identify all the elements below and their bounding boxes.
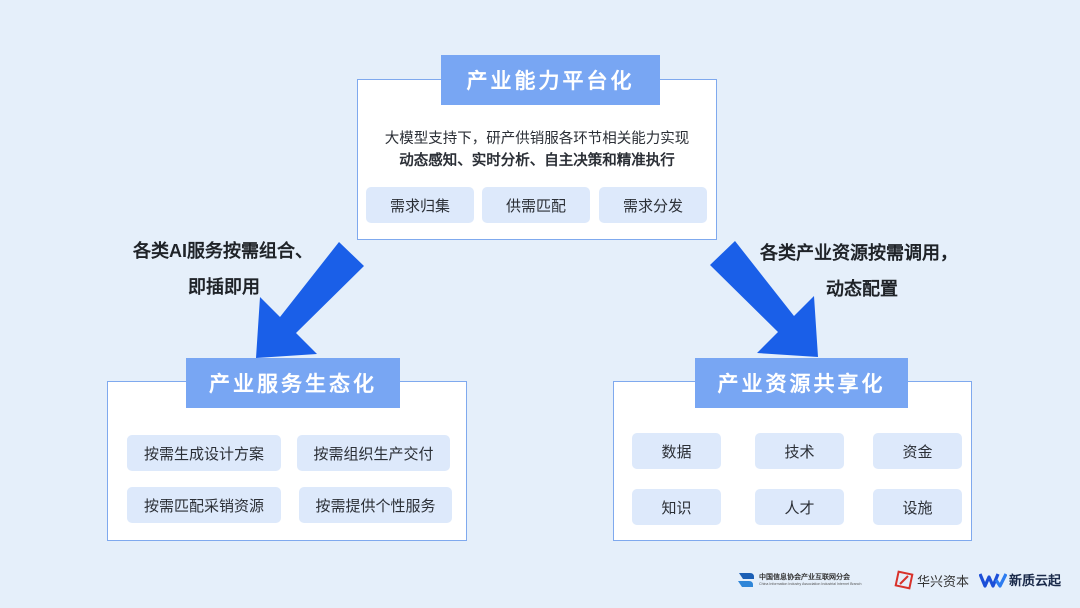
huaxing-logo-icon	[894, 570, 914, 590]
platform-title: 产业能力平台化	[441, 55, 660, 105]
caiia-logo-en: China Information Industry Association I…	[759, 582, 862, 586]
platform-desc-line1: 大模型支持下，研产供销服各环节相关能力实现	[384, 131, 690, 147]
caiia-logo-cn: 中国信息协会产业互联网分会	[759, 574, 850, 581]
xinzhi-logo: 新质云起	[979, 570, 1061, 589]
chip-technology: 技术	[755, 433, 844, 469]
huaxing-logo: 华兴资本	[894, 570, 969, 590]
left-caption-line1: 各类AI服务按需组合、	[133, 241, 313, 261]
left-caption-line2: 即插即用	[188, 277, 260, 297]
right-caption-line2: 动态配置	[826, 279, 898, 299]
platform-desc-line2: 动态感知、实时分析、自主决策和精准执行	[399, 153, 675, 169]
chip-demand-dispatch: 需求分发	[599, 187, 707, 223]
left-arrow-caption: 各类AI服务按需组合、 即插即用	[133, 233, 333, 305]
left-down-arrow	[256, 242, 364, 358]
chip-procurement-resources: 按需匹配采销资源	[127, 487, 281, 523]
chip-data: 数据	[632, 433, 721, 469]
chip-facility: 设施	[873, 489, 962, 525]
chip-talent: 人才	[755, 489, 844, 525]
footer-logos: 中国信息协会产业互联网分会 China Information Industry…	[0, 566, 1080, 594]
chip-demand-collect: 需求归集	[366, 187, 474, 223]
chip-design-plan: 按需生成设计方案	[127, 435, 281, 471]
caiia-logo-icon	[738, 573, 754, 587]
xinzhi-logo-text: 新质云起	[1009, 573, 1062, 588]
chip-production-delivery: 按需组织生产交付	[297, 435, 450, 471]
caiia-logo: 中国信息协会产业互联网分会 China Information Industry…	[736, 570, 861, 590]
resource-title: 产业资源共享化	[695, 358, 908, 408]
service-title: 产业服务生态化	[186, 358, 400, 408]
chip-knowledge: 知识	[632, 489, 721, 525]
right-arrow-caption: 各类产业资源按需调用， 动态配置	[760, 235, 990, 307]
huaxing-logo-text: 华兴资本	[917, 573, 970, 589]
platform-description: 大模型支持下，研产供销服各环节相关能力实现 动态感知、实时分析、自主决策和精准执…	[357, 128, 717, 172]
chip-supply-match: 供需匹配	[482, 187, 590, 223]
right-down-arrow	[710, 241, 818, 357]
chip-personal-service: 按需提供个性服务	[299, 487, 452, 523]
xinzhi-logo-icon	[979, 572, 1007, 588]
right-caption-line1: 各类产业资源按需调用，	[760, 243, 958, 263]
chip-capital: 资金	[873, 433, 962, 469]
